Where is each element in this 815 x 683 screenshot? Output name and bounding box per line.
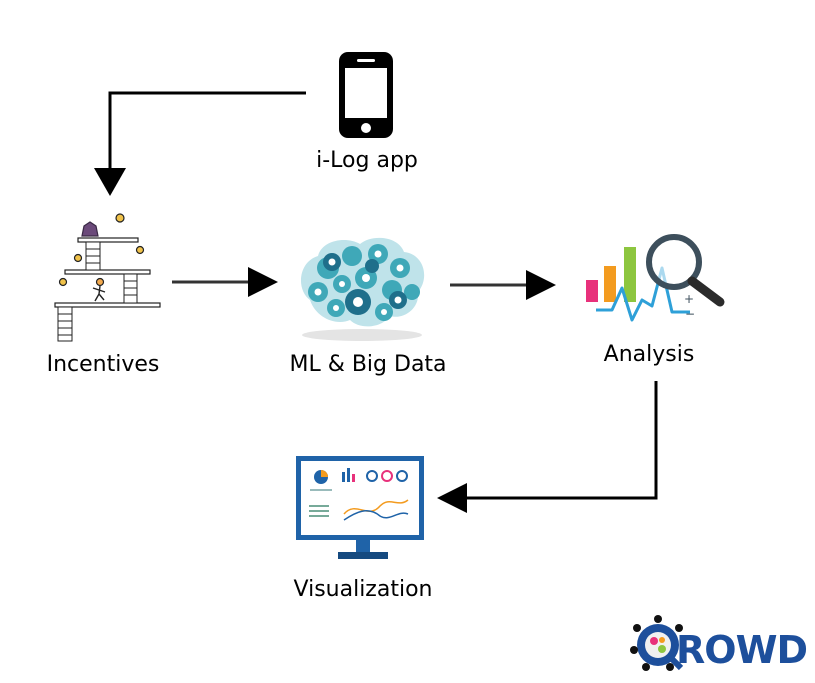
svg-text:−: −	[685, 307, 695, 321]
edge-incentives-to-ml	[172, 267, 278, 297]
chart-magnifier-icon: + −	[586, 234, 725, 322]
climbing-figure-icon	[54, 213, 161, 342]
edge-ilog-to-incentives	[94, 91, 306, 196]
node-label-visualization: Visualization	[293, 577, 433, 602]
node-label-analysis: Analysis	[603, 342, 695, 367]
smartphone-icon	[339, 52, 393, 138]
qrowd-logo-icon	[630, 615, 684, 671]
logo-text: ROWD	[676, 628, 808, 672]
monitor-dashboard-icon	[296, 456, 424, 559]
edge-analysis-to-visualization	[437, 381, 658, 513]
edge-ml-to-analysis	[450, 270, 556, 300]
svg-text:+: +	[684, 292, 694, 306]
node-label-ml: ML & Big Data	[289, 352, 447, 377]
node-label-ilog: i-Log app	[316, 148, 418, 173]
gear-brain-icon	[300, 237, 425, 341]
node-label-incentives: Incentives	[46, 352, 160, 377]
